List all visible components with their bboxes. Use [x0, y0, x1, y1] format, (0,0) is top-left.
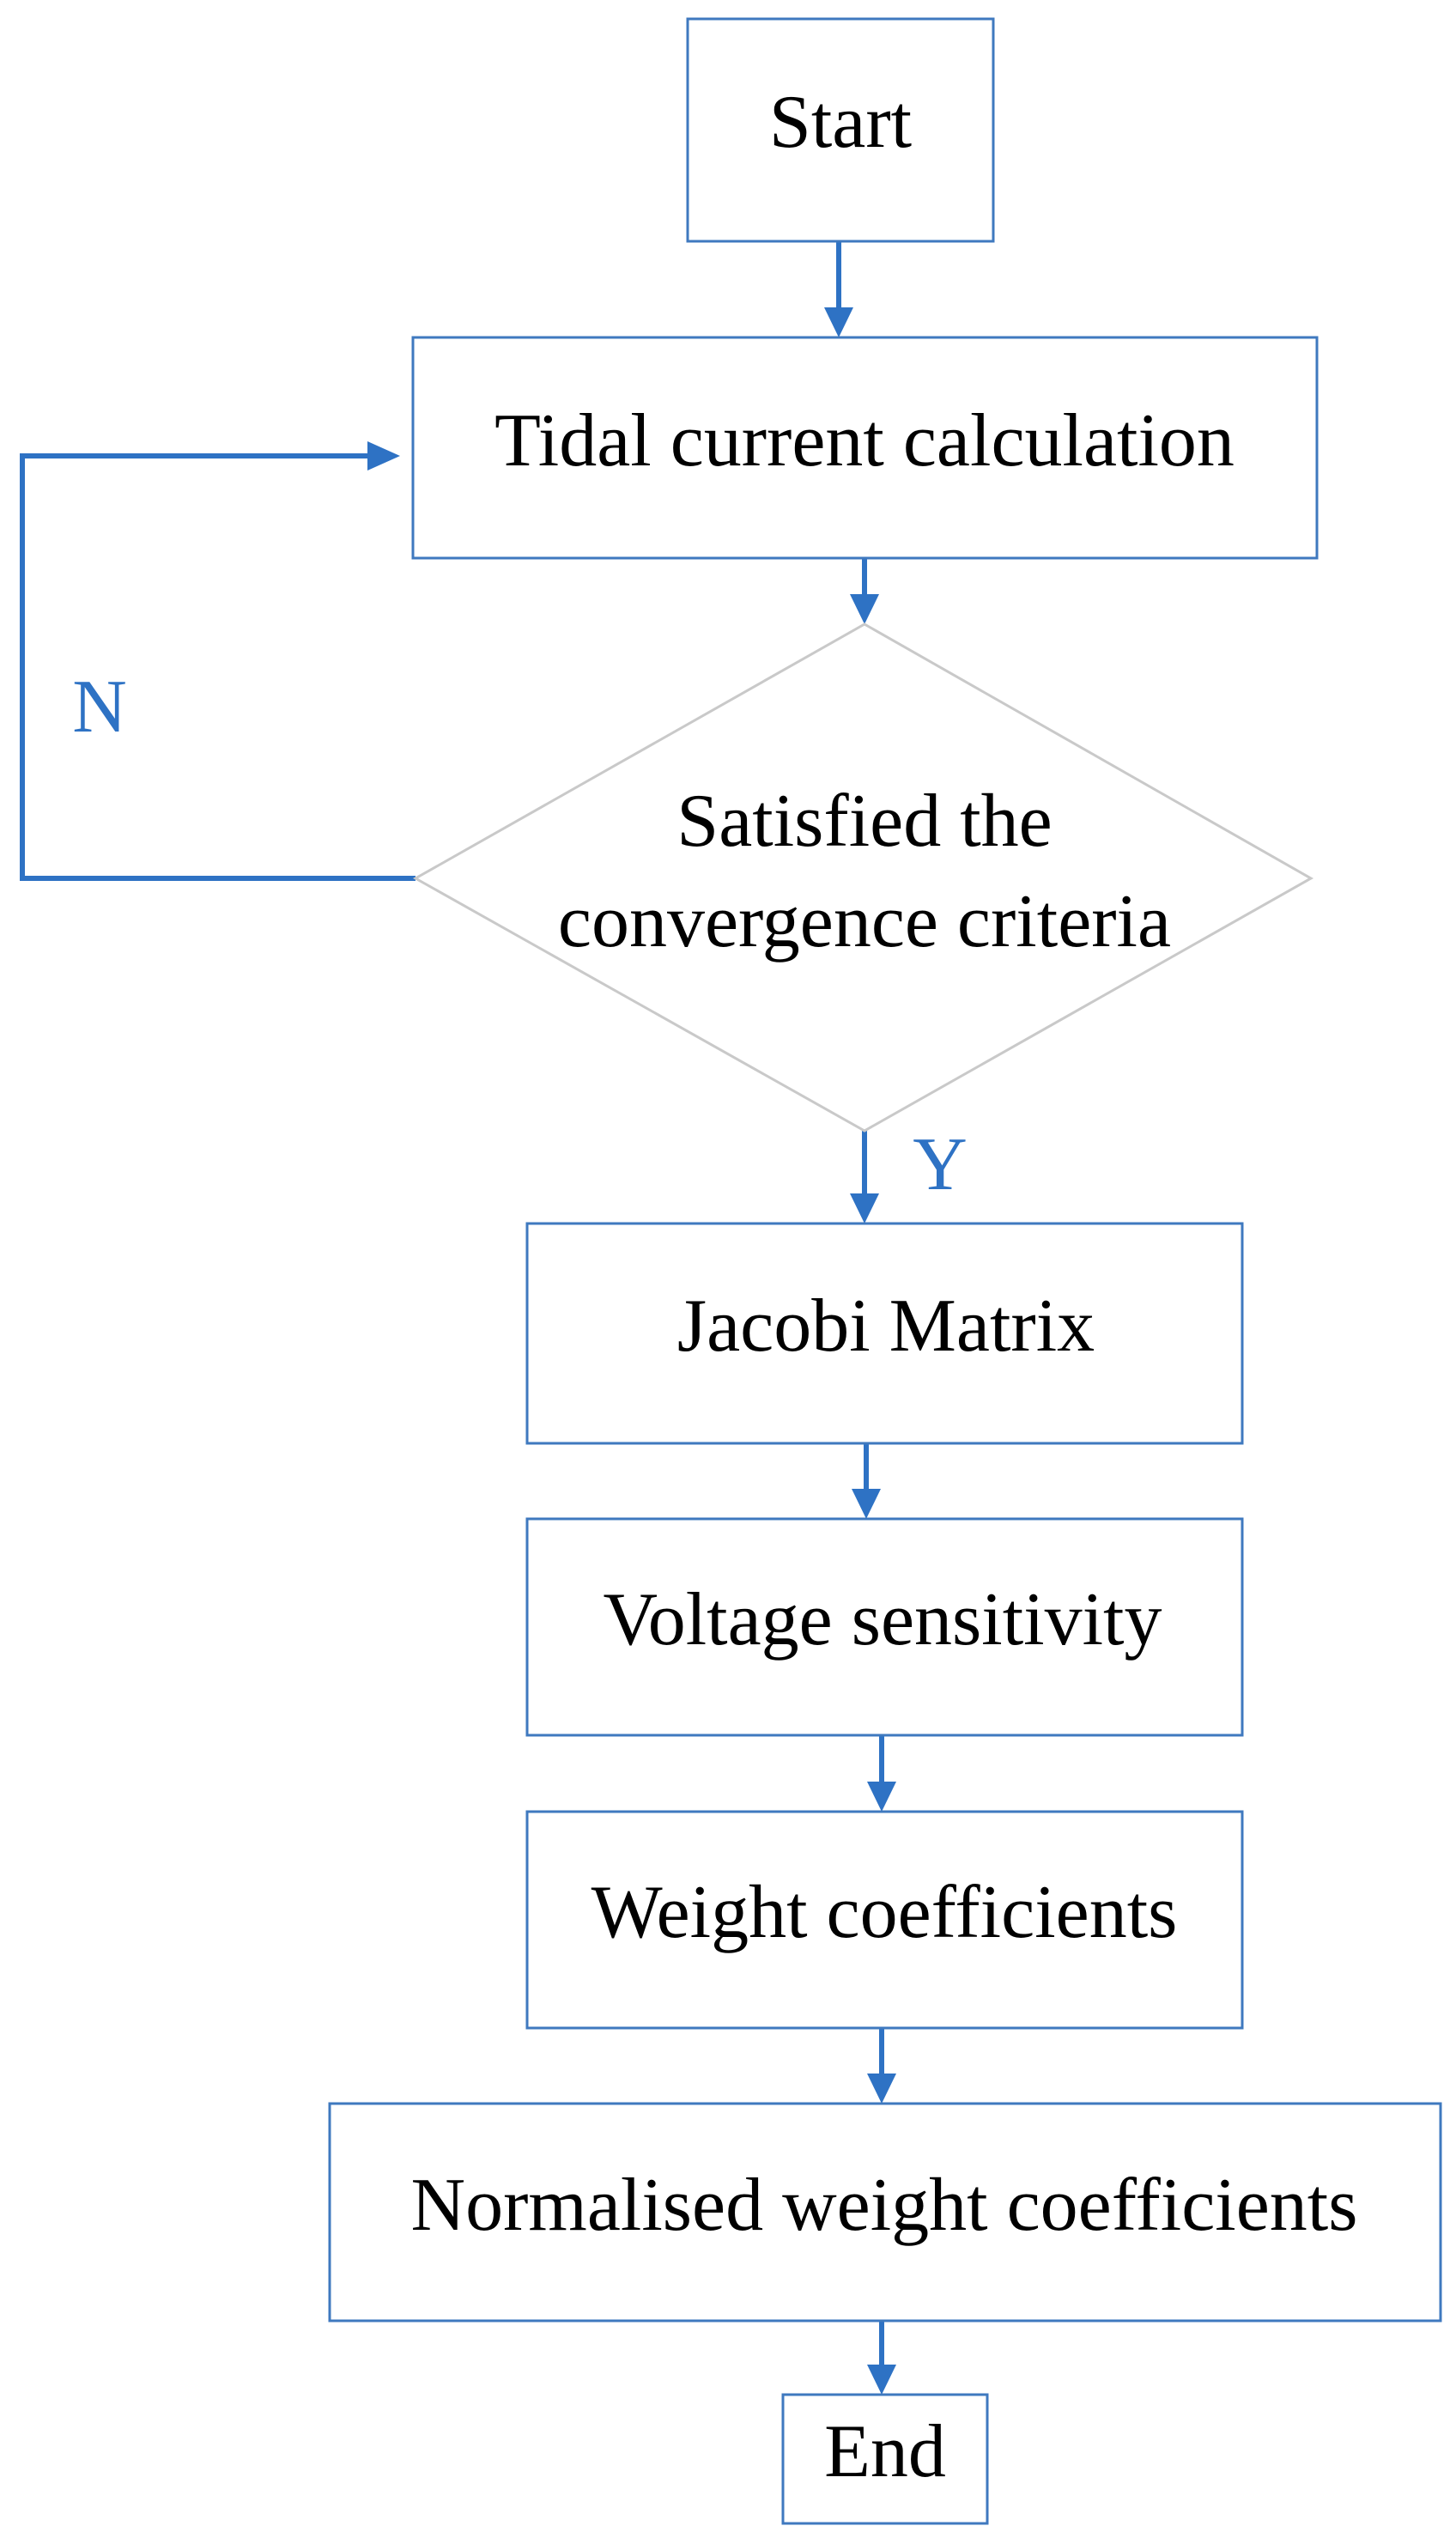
tidal-current-node: Tidal current calculation — [411, 336, 1319, 560]
decision-label-line2: convergence criteria — [558, 880, 1171, 963]
arrowhead-voltage — [852, 1489, 881, 1519]
arrowhead-tidal — [824, 307, 853, 337]
arrow-decision-no-loop — [20, 453, 416, 881]
arrowhead-loop — [367, 441, 400, 471]
jacobi-matrix-label: Jacobi Matrix — [677, 1284, 1095, 1368]
arrowhead-jacobi — [850, 1193, 879, 1223]
voltage-sensitivity-node: Voltage sensitivity — [525, 1517, 1244, 1737]
arrowhead-end — [867, 2365, 896, 2395]
decision-label-line1: Satisfied the — [676, 780, 1052, 863]
end-node: End — [781, 2393, 989, 2525]
weight-coefficients-label: Weight coefficients — [592, 1871, 1178, 1954]
convergence-decision-node: Satisfied the convergence criteria — [412, 622, 1314, 1132]
arrowhead-weight — [867, 1782, 896, 1812]
arrowhead-normalised — [867, 2074, 896, 2104]
normalised-weight-label: Normalised weight coefficients — [411, 2164, 1358, 2247]
connectors — [20, 241, 896, 2395]
edge-label-no: N — [72, 665, 127, 749]
weight-coefficients-node: Weight coefficients — [525, 1810, 1244, 2030]
normalised-weight-node: Normalised weight coefficients — [328, 2102, 1442, 2323]
start-label: Start — [769, 81, 912, 164]
arrowhead-decision — [850, 594, 879, 624]
tidal-current-label: Tidal current calculation — [494, 399, 1235, 483]
edge-label-yes: Y — [913, 1123, 968, 1206]
jacobi-matrix-node: Jacobi Matrix — [525, 1222, 1244, 1445]
end-label: End — [824, 2410, 946, 2493]
voltage-sensitivity-label: Voltage sensitivity — [603, 1578, 1162, 1661]
start-node: Start — [686, 17, 995, 243]
